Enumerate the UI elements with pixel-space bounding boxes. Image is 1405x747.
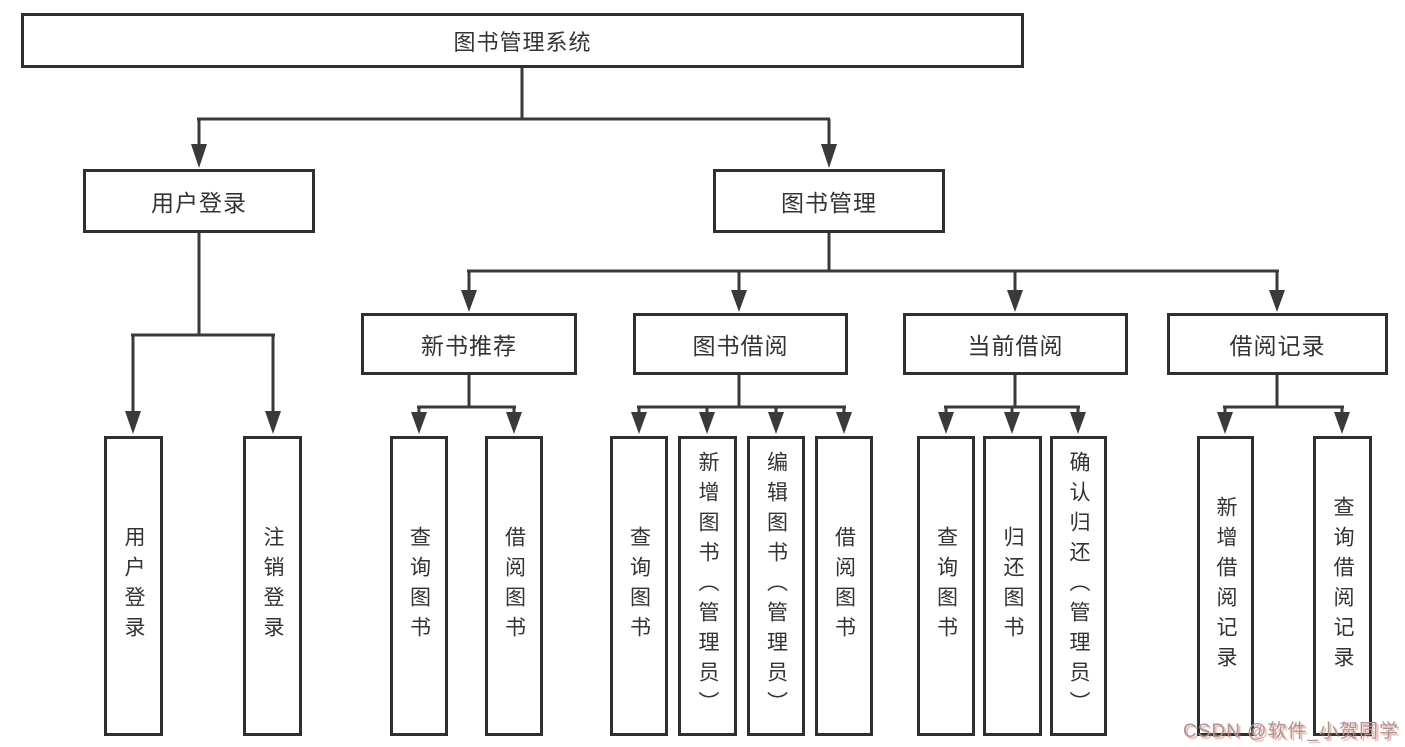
- leaf-label: 查询借阅记录: [1331, 496, 1354, 676]
- leaf-query-books-borrow: 查询图书: [610, 436, 668, 736]
- leaf-return-books: 归还图书: [983, 436, 1042, 736]
- leaf-label: 用户登录: [122, 526, 145, 646]
- connector-current-borrow: [938, 375, 1086, 434]
- leaf-edit-books-admin: 编辑图书（管理员）: [747, 436, 805, 736]
- node-book-management: 图书管理: [713, 169, 945, 233]
- leaf-query-borrow-record: 查询借阅记录: [1313, 436, 1372, 736]
- leaf-label: 确认归还（管理员）: [1067, 451, 1090, 721]
- leaf-label: 新增图书（管理员）: [696, 451, 719, 721]
- leaf-label: 查询图书: [934, 526, 958, 646]
- node-current-borrow: 当前借阅: [903, 313, 1128, 375]
- csdn-watermark: CSDN @软件_小贺同学: [1183, 721, 1399, 742]
- leaf-label: 查询图书: [627, 526, 651, 646]
- node-library-management-system: 图书管理系统: [21, 13, 1024, 68]
- leaf-label: 归还图书: [1001, 526, 1024, 646]
- connector-borrow-records: [1217, 375, 1350, 434]
- leaf-borrow-books: 借阅图书: [815, 436, 873, 736]
- leaf-add-borrow-record: 新增借阅记录: [1197, 436, 1254, 736]
- leaf-confirm-return-admin: 确认归还（管理员）: [1050, 436, 1107, 736]
- leaf-user-login: 用户登录: [104, 436, 163, 736]
- leaf-label: 注销登录: [261, 526, 284, 646]
- leaf-label: 新增借阅记录: [1214, 496, 1237, 676]
- leaf-logout: 注销登录: [243, 436, 302, 736]
- leaf-label: 编辑图书（管理员）: [764, 451, 788, 721]
- node-user-login: 用户登录: [83, 169, 315, 233]
- leaf-query-books-current: 查询图书: [917, 436, 975, 736]
- connector-new-book-recommend: [411, 375, 522, 434]
- connector-root: [191, 68, 837, 168]
- connector-book-borrow: [631, 375, 852, 434]
- connector-user-login: [125, 233, 281, 434]
- leaf-query-books-recommend: 查询图书: [390, 436, 448, 736]
- connector-book-management: [461, 233, 1285, 312]
- node-borrow-records: 借阅记录: [1167, 313, 1388, 375]
- leaf-add-books-admin: 新增图书（管理员）: [678, 436, 737, 736]
- leaf-label: 查询图书: [407, 526, 431, 646]
- node-book-borrow: 图书借阅: [633, 313, 848, 375]
- leaf-borrow-books-recommend: 借阅图书: [485, 436, 543, 736]
- node-new-book-recommend: 新书推荐: [361, 313, 577, 375]
- leaf-label: 借阅图书: [832, 526, 856, 646]
- leaf-label: 借阅图书: [502, 526, 526, 646]
